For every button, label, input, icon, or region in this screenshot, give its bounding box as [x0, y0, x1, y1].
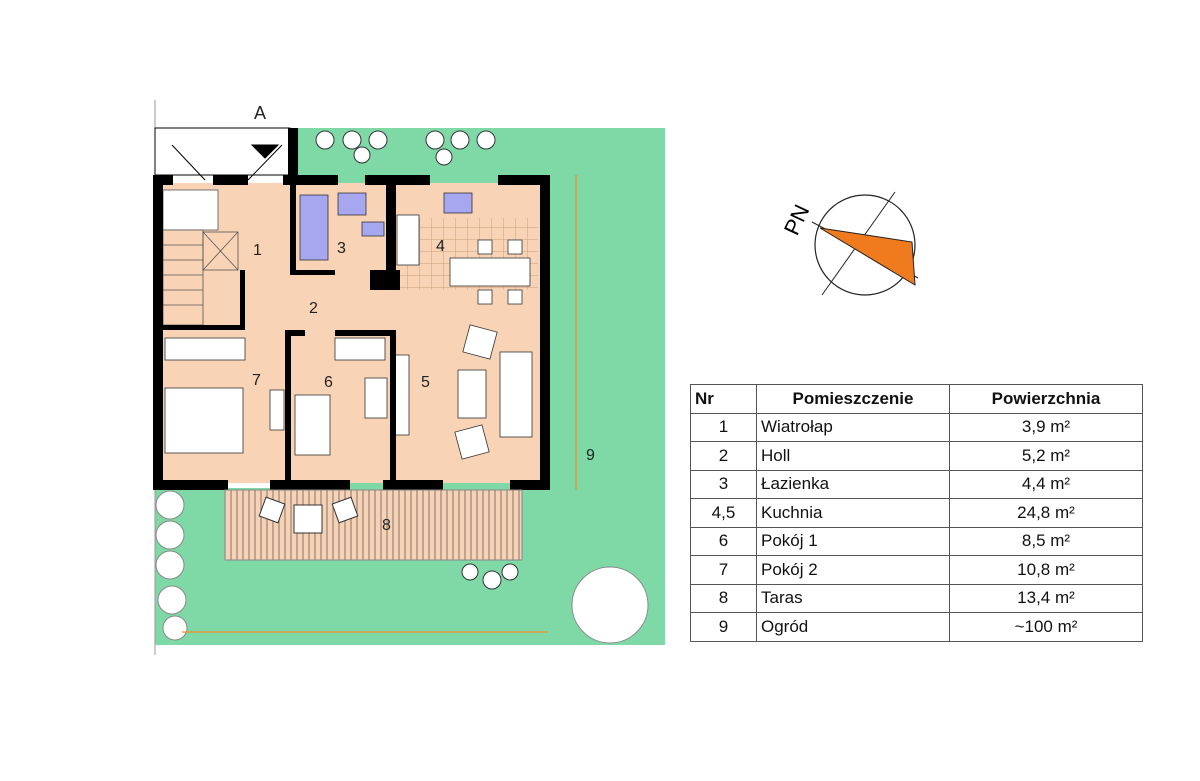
cell-nr: 8: [690, 583, 757, 613]
furniture: [164, 192, 533, 460]
cell-area: ~100 m²: [949, 612, 1143, 642]
cell-area: 3,9 m²: [949, 412, 1143, 442]
cell-name: Holl: [756, 441, 950, 471]
stove-icon: [396, 214, 420, 266]
header-area: Powierzchnia: [949, 384, 1143, 414]
cell-name: Pokój 2: [756, 555, 950, 585]
sofa: [499, 351, 533, 438]
shrubs-icon: [315, 130, 519, 590]
header-nr: Nr: [690, 384, 757, 414]
room-label-9: 9: [586, 447, 595, 464]
cell-nr: 2: [690, 441, 757, 471]
cell-nr: 4,5: [690, 498, 757, 528]
sink-icon: [337, 192, 367, 216]
room-label-6: 6: [324, 374, 333, 391]
bed-icon: [164, 387, 244, 454]
cell-nr: 9: [690, 612, 757, 642]
room-label-3: 3: [337, 240, 346, 257]
cell-area: 8,5 m²: [949, 526, 1143, 556]
dining-table: [449, 257, 531, 287]
cell-nr: 1: [690, 412, 757, 442]
cell-name: Kuchnia: [756, 498, 950, 528]
room-label-4: 4: [436, 238, 445, 255]
room-label-2: 2: [309, 300, 318, 317]
bed-icon: [294, 394, 331, 456]
cell-area: 4,4 m²: [949, 469, 1143, 499]
terrace-furniture: [258, 496, 359, 534]
entrance: [154, 127, 291, 181]
cell-name: Taras: [756, 583, 950, 613]
cell-name: Łazienka: [756, 469, 950, 499]
cell-area: 5,2 m²: [949, 441, 1143, 471]
compass-icon: PN: [779, 191, 919, 296]
walls: [153, 128, 550, 490]
section-marker: A: [254, 103, 266, 123]
cell-name: Wiatrołap: [756, 412, 950, 442]
cell-nr: 6: [690, 526, 757, 556]
cell-nr: 3: [690, 469, 757, 499]
desk: [364, 377, 388, 419]
cell-area: 24,8 m²: [949, 498, 1143, 528]
bathtub-icon: [299, 194, 329, 261]
cell-name: Pokój 1: [756, 526, 950, 556]
header-room: Pomieszczenie: [756, 384, 950, 414]
dimension-lines: [182, 175, 577, 633]
cell-area: 10,8 m²: [949, 555, 1143, 585]
table-header: Nr Pomieszczenie Powierzchnia: [690, 384, 1143, 414]
tree-icon: [571, 566, 649, 644]
toilet-icon: [361, 221, 385, 237]
cell-area: 13,4 m²: [949, 583, 1143, 613]
cell-name: Ogród: [756, 612, 950, 642]
room-label-7: 7: [252, 372, 261, 389]
north-label: PN: [779, 201, 815, 239]
room-label-1: 1: [253, 242, 262, 259]
room-label-5: 5: [421, 374, 430, 391]
room-label-8: 8: [382, 517, 391, 534]
cell-nr: 7: [690, 555, 757, 585]
